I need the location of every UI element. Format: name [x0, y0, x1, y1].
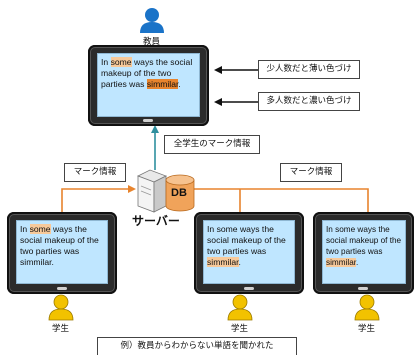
student-sentence-left: In some ways the social makeup of the tw…	[20, 224, 99, 267]
student-mark-middle: simmilar	[207, 257, 239, 267]
annotation-light-coloring: 少人数だと薄い色づけ	[258, 60, 360, 79]
student-label-middle: 学生	[231, 324, 249, 334]
annotation-arrows	[214, 66, 258, 106]
arrow-dark-head	[214, 98, 222, 106]
student-sentence-middle: In some ways the social makeup of the tw…	[207, 224, 286, 267]
student-sentence-right: In some ways the social makeup of the tw…	[326, 225, 402, 267]
home-button	[244, 287, 254, 290]
student-connectors	[61, 188, 369, 213]
arrow-light-head	[214, 66, 222, 74]
student-person-icon	[227, 294, 253, 321]
highlight-light: some	[110, 57, 132, 67]
teacher-person-icon	[140, 8, 164, 33]
connector-right-student	[190, 188, 369, 213]
annotation-mark-left: マーク情報	[64, 163, 126, 182]
annotation-mark-right: マーク情報	[280, 163, 342, 182]
home-button	[143, 119, 153, 122]
server-icon	[137, 169, 167, 213]
student-screen-left: In some ways the social makeup of the tw…	[16, 220, 108, 284]
teacher-tablet: In some ways the social makeup of the tw…	[88, 45, 209, 126]
teacher-screen: In some ways the social makeup of the tw…	[97, 53, 200, 117]
connector-left-student	[61, 188, 130, 213]
student-screen-middle: In some ways the social makeup of the tw…	[203, 220, 295, 284]
student-label-right: 学生	[358, 324, 376, 334]
student-person-icon	[354, 294, 380, 321]
student-label-left: 学生	[52, 324, 70, 334]
home-button	[358, 287, 368, 290]
student-tablet-right: In some ways the social makeup of the tw…	[313, 212, 414, 294]
teacher-label: 教員	[143, 37, 161, 47]
arrow-into-server-left	[128, 185, 136, 193]
annotation-dark-coloring: 多人数だと濃い色づけ	[258, 92, 360, 111]
db-label: DB	[171, 187, 187, 199]
server-label: サーバー	[132, 214, 180, 228]
caption-box: 例）教員からわからない単語を聞かれた	[97, 337, 297, 355]
student-tablet-left: In some ways the social makeup of the tw…	[7, 212, 117, 294]
student-tablet-middle: In some ways the social makeup of the tw…	[194, 212, 304, 294]
student-screen-right: In some ways the social makeup of the tw…	[322, 220, 406, 284]
database-icon	[165, 174, 195, 212]
home-button	[57, 287, 67, 290]
annotation-all-marks: 全学生のマーク情報	[164, 135, 260, 154]
teacher-sentence: In some ways the social makeup of the tw…	[101, 57, 193, 89]
highlight-dark: simmilar	[146, 79, 179, 89]
arrow-to-teacher	[151, 125, 159, 133]
student-mark-right: simmilar	[326, 258, 357, 267]
student-mark-left: some	[29, 224, 51, 234]
student-person-icon	[48, 294, 74, 321]
